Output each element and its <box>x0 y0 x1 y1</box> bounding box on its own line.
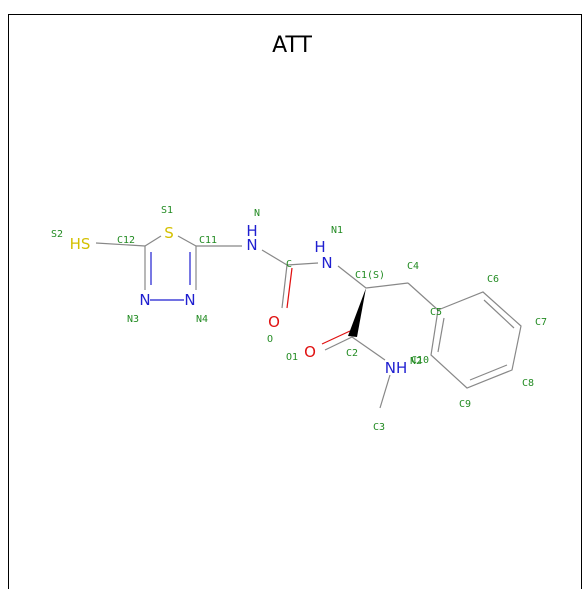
bond-c-o <box>281 264 288 309</box>
label-n1: N1 <box>331 225 343 236</box>
label-n2: N2 <box>410 356 422 367</box>
bond-c2-n2 <box>351 336 386 361</box>
label-n4: N4 <box>196 314 208 325</box>
label-c10: C10 <box>411 355 429 366</box>
label-c: C <box>286 259 292 270</box>
bond-c2-o1-double <box>321 330 351 345</box>
label-o1: O1 <box>286 352 298 363</box>
phenyl-ring <box>430 291 522 389</box>
phenyl-inner-1 <box>483 299 515 329</box>
label-o: O <box>267 334 273 345</box>
label-n: N <box>254 208 260 219</box>
label-n3: N3 <box>127 314 139 325</box>
n4-symbol: N <box>184 291 195 309</box>
label-c9: C9 <box>459 399 471 410</box>
bond-c2-o1 <box>324 336 353 351</box>
label-c6: C6 <box>487 274 499 285</box>
label-c12: C12 <box>117 235 135 246</box>
atom-labels: S1 S2 C12 C11 N3 N4 N C O N1 C1(S) C4 C5… <box>51 205 547 433</box>
label-c3: C3 <box>373 422 385 433</box>
amide-nh-symbol: NH <box>385 359 408 377</box>
nh-mid-hydrogen: H <box>314 238 325 256</box>
label-s2: S2 <box>51 229 63 240</box>
label-c5: C5 <box>430 307 442 318</box>
n3-symbol: N <box>139 291 150 309</box>
bond-c-n1 <box>286 262 319 266</box>
bond-s1-c12 <box>144 235 162 247</box>
bond-c12-s2 <box>95 242 146 247</box>
phenyl-inner-3 <box>437 317 445 353</box>
nh-left-symbol: N <box>246 236 257 254</box>
bond-n1-c1 <box>337 265 367 289</box>
wedge-bond-c1-c2 <box>348 288 366 337</box>
bond-n2-c3 <box>379 374 391 409</box>
thiol-symbol: HS <box>70 235 91 253</box>
label-c2: C2 <box>346 348 358 359</box>
bond-c-o-double <box>286 267 293 309</box>
ring-sulfur-symbol: S <box>164 224 174 242</box>
bond-s1-c11 <box>177 235 197 247</box>
bond-c1-c4 <box>365 282 409 289</box>
amide-oxygen-symbol: O <box>304 343 316 361</box>
nh-left-hydrogen: H <box>246 222 257 240</box>
nh-mid-symbol: N <box>321 254 332 272</box>
bond-c4-c5 <box>407 282 439 311</box>
label-c7: C7 <box>535 317 547 328</box>
label-s1: S1 <box>161 205 173 216</box>
phenyl-inner-2 <box>469 364 508 381</box>
label-c4: C4 <box>407 261 419 272</box>
carbonyl-oxygen-symbol: O <box>268 313 280 331</box>
element-symbols: S HS N N N H N H O O NH <box>70 222 408 377</box>
label-c11: C11 <box>199 235 217 246</box>
bonds <box>95 235 522 409</box>
diagram-title: ATT <box>272 33 312 58</box>
bond-nh-c <box>261 249 288 266</box>
label-c8: C8 <box>522 378 534 389</box>
label-c1s: C1(S) <box>355 270 385 281</box>
